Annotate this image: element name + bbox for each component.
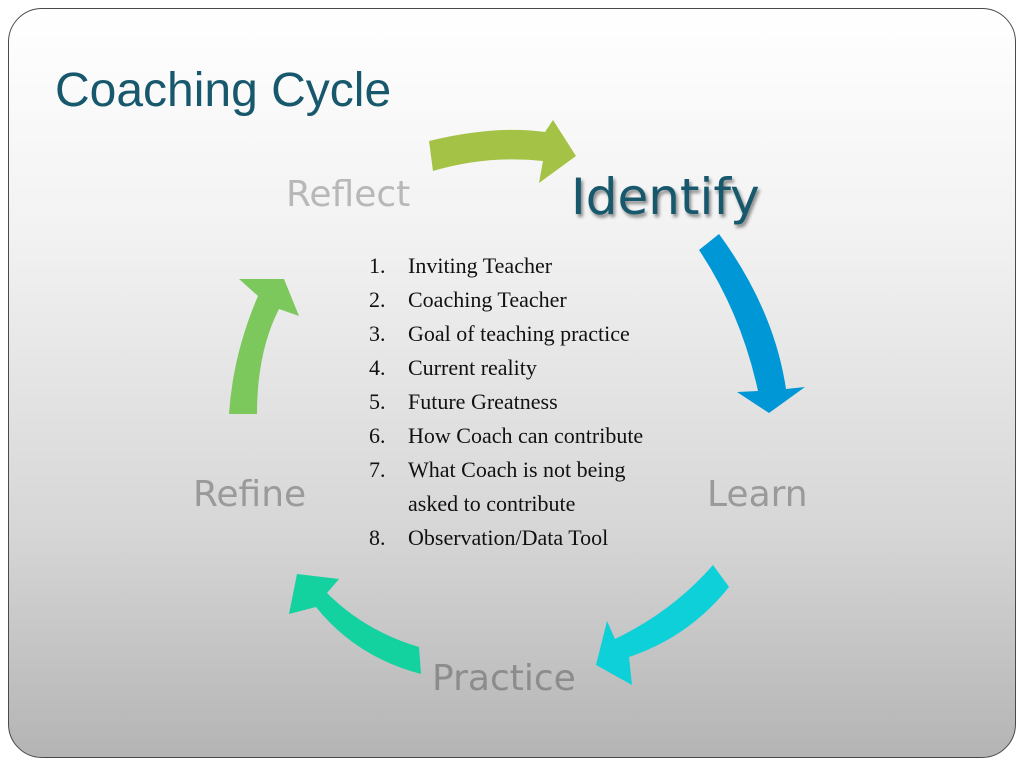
cycle-arrows bbox=[229, 120, 805, 685]
step-number: 4. bbox=[369, 355, 386, 380]
step-number: 3. bbox=[369, 321, 386, 346]
list-item: 7. What Coach is not being asked to contr… bbox=[369, 453, 679, 521]
step-number: 1. bbox=[369, 253, 386, 278]
list-item: 6. How Coach can contribute bbox=[369, 419, 679, 453]
step-text: Current reality bbox=[408, 355, 537, 380]
arrow-practice-to-refine bbox=[289, 574, 421, 674]
step-number: 8. bbox=[369, 525, 386, 550]
stage-identify: Identify bbox=[571, 168, 760, 226]
identify-steps-list: 1. Inviting Teacher 2. Coaching Teacher 3.… bbox=[369, 249, 679, 555]
slide: Coaching Cycle Reflect Identify Learn Re… bbox=[8, 8, 1016, 758]
arrow-reflect-to-identify bbox=[429, 120, 576, 183]
step-number: 2. bbox=[369, 287, 386, 312]
arrow-identify-to-learn bbox=[699, 234, 805, 413]
step-text: Observation/Data Tool bbox=[408, 525, 609, 550]
step-text: Coaching Teacher bbox=[408, 287, 567, 312]
step-number: 6. bbox=[369, 423, 386, 448]
step-text: What Coach is not being asked to contrib… bbox=[408, 457, 626, 516]
step-text: Future Greatness bbox=[408, 389, 558, 414]
list-item: 8. Observation/Data Tool bbox=[369, 521, 679, 555]
step-text: Goal of teaching practice bbox=[408, 321, 630, 346]
step-number: 5. bbox=[369, 389, 386, 414]
list-item: 3. Goal of teaching practice bbox=[369, 317, 679, 351]
stage-practice: Practice bbox=[432, 658, 576, 699]
slide-title: Coaching Cycle bbox=[55, 64, 392, 117]
step-text: Inviting Teacher bbox=[408, 253, 553, 278]
step-text: How Coach can contribute bbox=[408, 423, 644, 448]
list-item: 2. Coaching Teacher bbox=[369, 283, 679, 317]
list-item: 5. Future Greatness bbox=[369, 385, 679, 419]
step-number: 7. bbox=[369, 457, 386, 482]
stage-reflect: Reflect bbox=[286, 174, 411, 215]
arrow-learn-to-practice bbox=[596, 565, 729, 685]
arrow-refine-to-reflect bbox=[229, 279, 299, 414]
list-item: 1. Inviting Teacher bbox=[369, 249, 679, 283]
stage-learn: Learn bbox=[707, 474, 808, 515]
stage-refine: Refine bbox=[193, 474, 307, 515]
list-item: 4. Current reality bbox=[369, 351, 679, 385]
